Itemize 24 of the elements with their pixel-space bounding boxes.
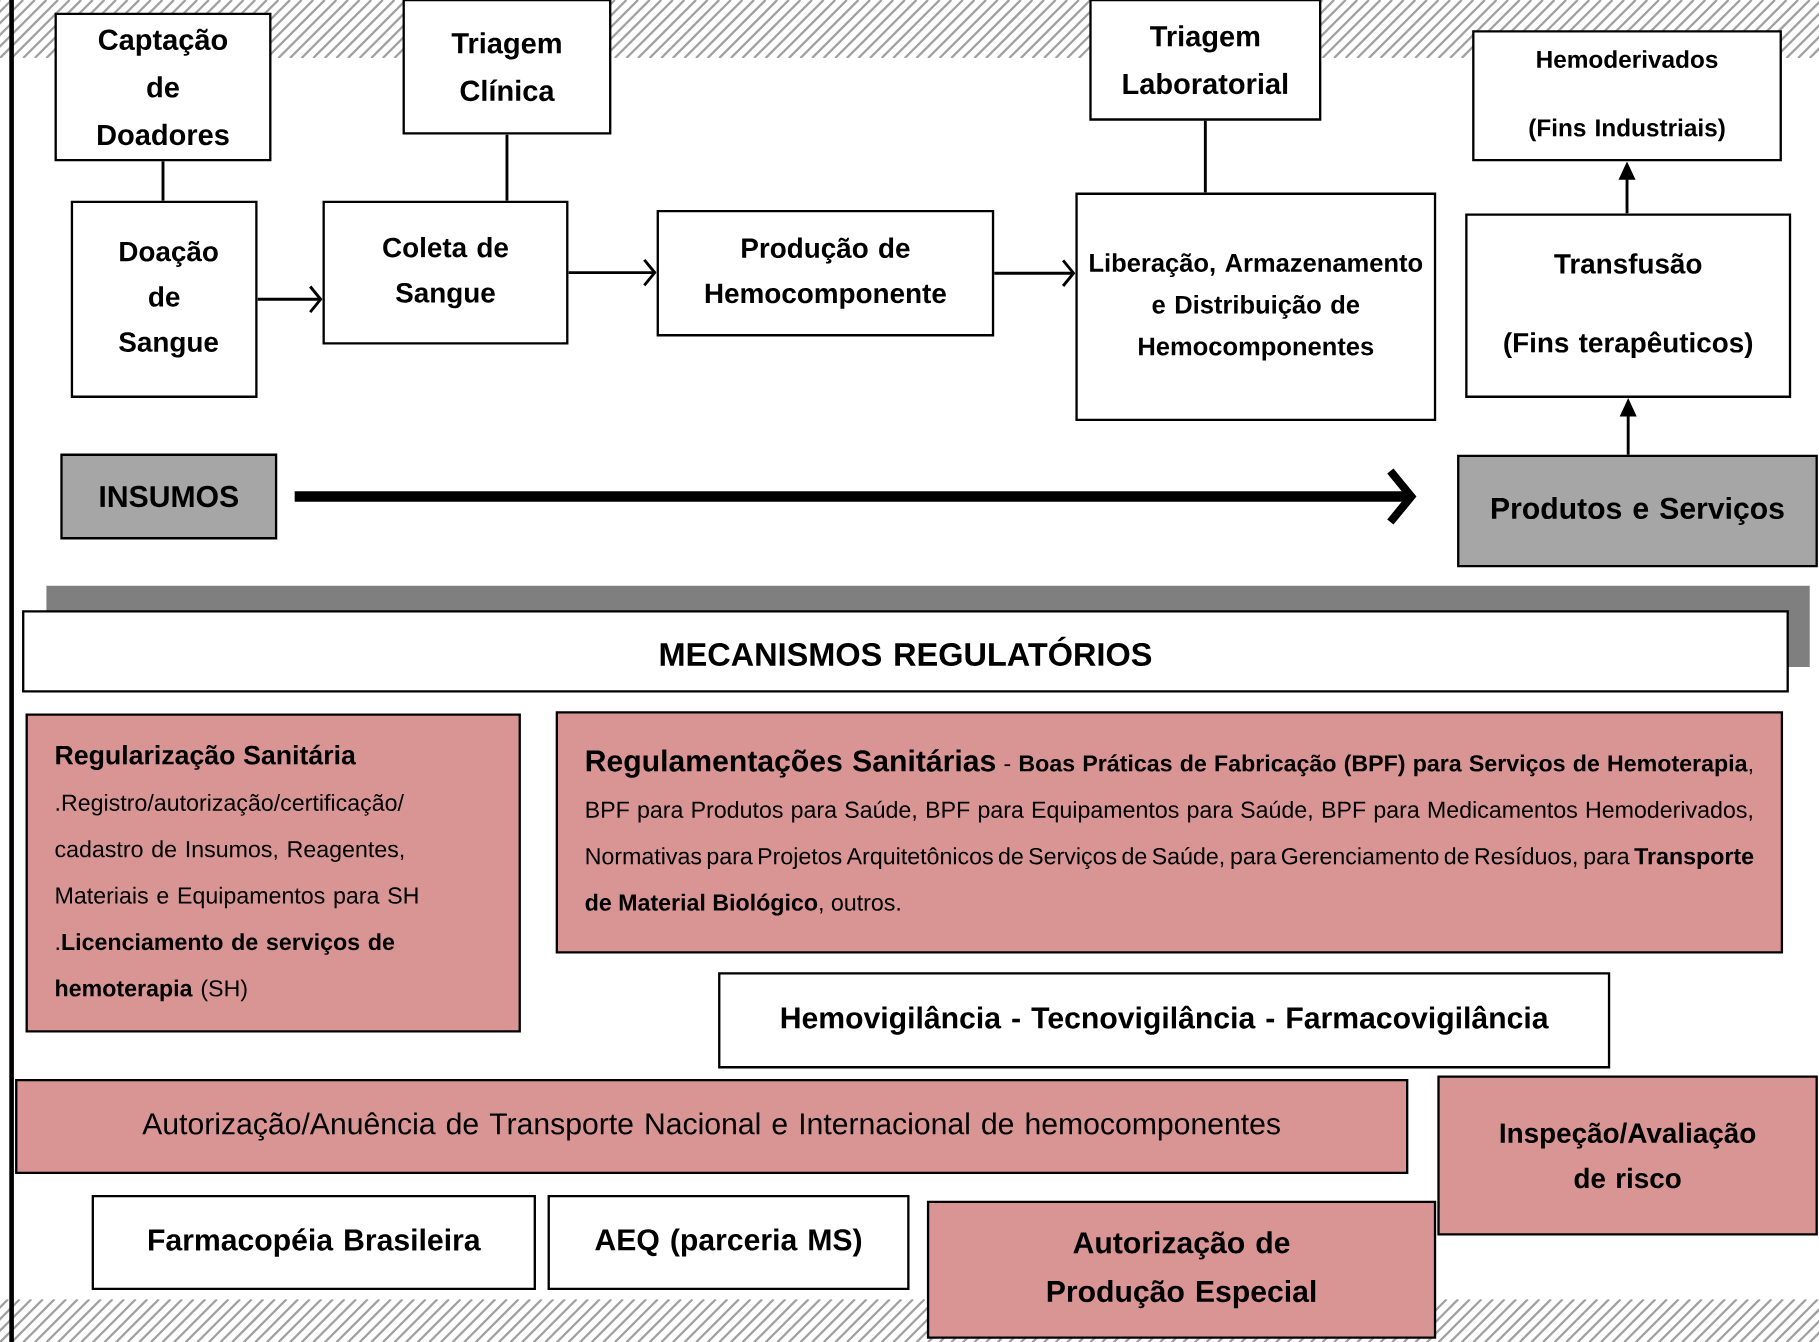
regulation-box: Hemovigilância - Tecnovigilância - Farmacovigilância xyxy=(718,972,1611,1069)
regulation-box: Autorização de Produção Especial xyxy=(926,1200,1437,1339)
process-box: Captação de Doadores xyxy=(54,12,272,162)
process-box: Liberação, Armazenamento e Distribuição de Hemocomponentes xyxy=(1075,192,1437,422)
regulation-box: Autorização/Anuência de Transporte Nacional e Internacional de hemocomponentes xyxy=(15,1078,1409,1174)
process-box: Hemoderivados (Fins Industriais) xyxy=(1472,30,1782,162)
regulation-box: Regulamentações Sanitárias - Boas Práticas de Fabricação (BPF) para Serviços de Hemoterapia, BPF para Produtos para Saúde, BPF para Equipamentos para Saúde, BPF para Medicamentos Hemoderivados, Normativas para Projetos Arquitetônicos de Serviços de Saúde, para Gerenciamento de Resíduos, para Transporte de Material Biológico, outros. xyxy=(555,711,1784,954)
regulation-box: Regularização Sanitária .Registro/autorização/certificação/ cadastro de Insumos, Reagentes, Materiais e Equipamentos para SH .Licenciamento de serviços de hemoterapia (SH) xyxy=(25,713,521,1033)
input-box: INSUMOS xyxy=(60,453,278,540)
process-box: Transfusão (Fins terapêuticos) xyxy=(1465,213,1792,398)
process-box: Doação de Sangue xyxy=(70,200,258,398)
regulation-box: AEQ (parceria MS) xyxy=(547,1194,910,1290)
process-box: Triagem Laboratorial xyxy=(1089,0,1322,121)
process-box: Produção de Hemocomponente xyxy=(656,209,995,337)
arrow xyxy=(294,468,1417,525)
arrow xyxy=(257,285,323,313)
process-box: Triagem Clínica xyxy=(402,0,612,135)
banner-box: MECANISMOS REGULATÓRIOS xyxy=(22,610,1789,693)
regulation-box: Inspeção/Avaliação de risco xyxy=(1437,1075,1818,1236)
arrow xyxy=(994,259,1076,287)
process-box: Coleta de Sangue xyxy=(322,200,569,345)
output-box: Produtos e Serviços xyxy=(1457,454,1818,568)
regulation-box: Farmacopéia Brasileira xyxy=(91,1194,536,1290)
arrow xyxy=(568,258,657,287)
